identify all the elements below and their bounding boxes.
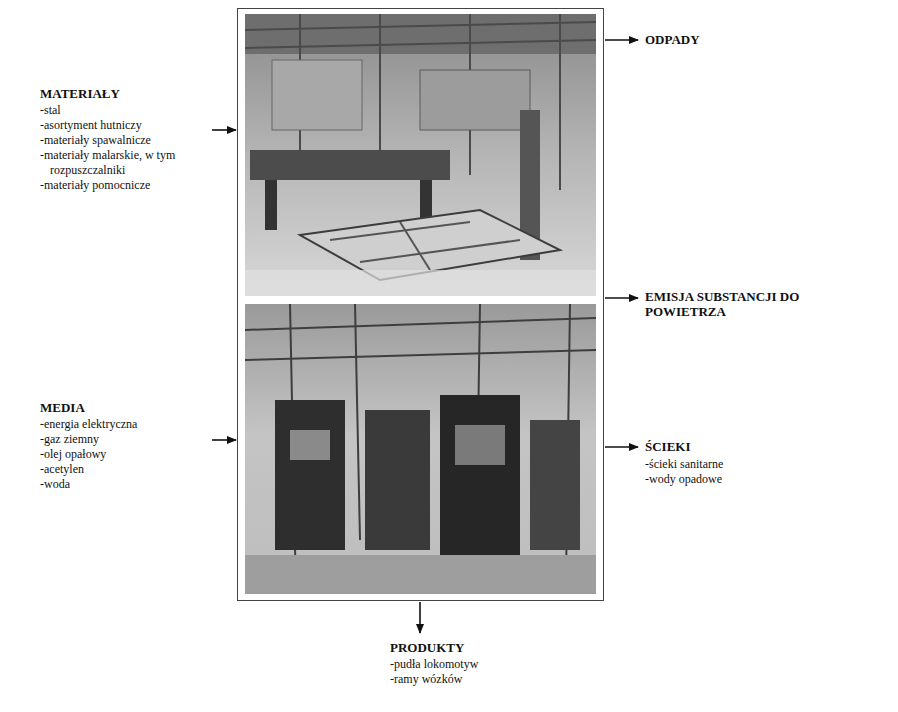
list-item: -wody opadowe [645,472,722,487]
group-heading: MATERIAŁY [40,86,120,101]
list-item: -pudła lokomotyw [390,657,478,672]
factory-photo [245,14,596,296]
factory-photo [245,304,596,594]
list-item: -acetylen [40,462,84,477]
list-item: -materiały spawalnicze [40,133,151,148]
group-heading: ODPADY [645,32,700,47]
group-heading: PRODUKTY [390,640,464,655]
list-item: -materiały malarskie, w tym rozpuszczaln… [40,148,190,178]
list-item: -olej opałowy [40,447,106,462]
list-item: -ramy wózków [390,672,462,687]
list-item: -materiały pomocnicze [40,178,150,193]
list-item: -gaz ziemny [40,432,99,447]
list-item: -stal [40,103,61,118]
list-item: -energia elektryczna [40,417,137,432]
group-heading: MEDIA [40,400,85,415]
group-heading: ŚCIEKI [645,439,691,454]
group-heading: EMISJA SUBSTANCJI DO POWIETRZA [645,289,805,319]
flow-arrow [212,40,638,633]
list-item: -woda [40,477,70,492]
list-item: -ścieki sanitarne [645,457,723,472]
list-item: -asortyment hutniczy [40,118,142,133]
